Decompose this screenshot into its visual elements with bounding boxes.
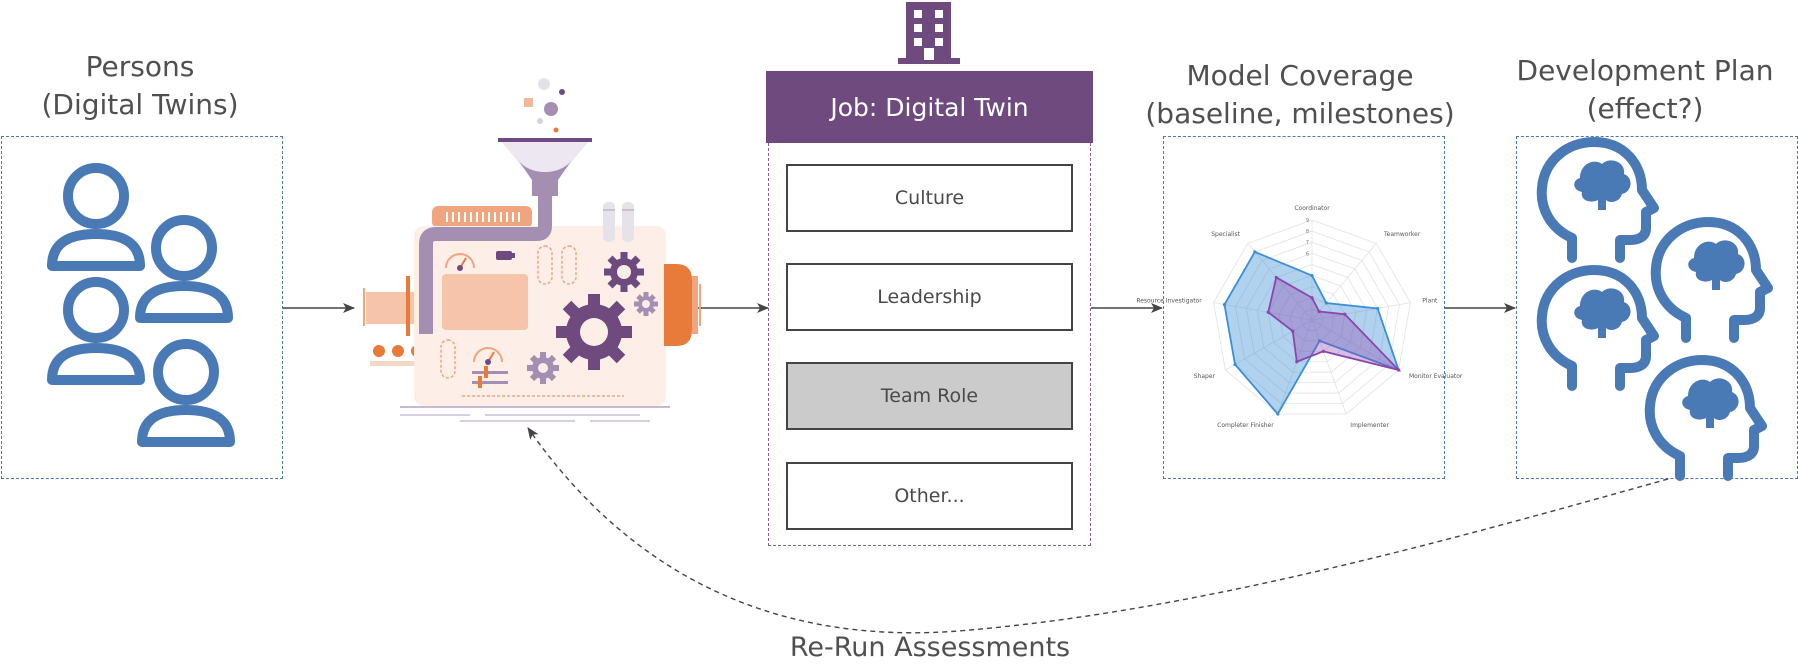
job-item-culture[interactable]: Culture <box>786 164 1073 232</box>
radar-point <box>1253 250 1257 254</box>
head-brain-icon <box>1542 142 1654 258</box>
radar-spoke <box>1247 243 1313 321</box>
radar-point <box>1310 273 1314 278</box>
person-icon <box>142 344 230 442</box>
radar-axis-label: Specialist <box>1211 231 1240 238</box>
job-item-leadership[interactable]: Leadership <box>786 263 1073 331</box>
plan-title-line2: (effect?) <box>1586 92 1704 125</box>
job-panel <box>768 143 1091 546</box>
radar-axis-label: Monitor Evaluator <box>1409 373 1463 380</box>
radar-series-2 <box>1267 276 1402 372</box>
radar-point <box>1318 339 1322 343</box>
radar-grid-ring <box>1289 297 1335 342</box>
radar-point <box>1274 275 1278 280</box>
job-header: Job: Digital Twin <box>766 71 1093 143</box>
rerun-feedback-arrow <box>527 427 1669 634</box>
radar-grid-ring <box>1300 308 1324 331</box>
radar-axis-label: Implementer <box>1350 422 1389 429</box>
radar-point <box>1233 362 1237 367</box>
coverage-title-line1: Model Coverage <box>1186 59 1414 92</box>
rerun-label: Re-Run Assessments <box>789 632 1071 663</box>
coverage-title-line2: (baseline, milestones) <box>1145 97 1455 130</box>
head-brain-icon <box>1656 222 1768 338</box>
radar-spoke <box>1311 319 1399 371</box>
radar-spoke <box>1311 302 1411 321</box>
radar-axis-label: Completer Finisher <box>1217 422 1274 429</box>
radar-axis-label: Teamworker <box>1383 231 1421 238</box>
radar-point <box>1324 301 1328 305</box>
radar-axis-label: Plant <box>1422 298 1438 305</box>
radar-axis-label: Resource Investigator <box>1136 298 1202 305</box>
persons-box <box>1 136 283 479</box>
radar-point <box>1291 329 1295 333</box>
radar-grid-ring <box>1234 241 1390 394</box>
radar-tick-label: 9 <box>1306 218 1309 224</box>
radar-grid-ring <box>1267 275 1357 363</box>
radar-spoke <box>1311 319 1347 415</box>
radar-axis-label: Coordinator <box>1294 205 1330 212</box>
radar-tick-label: 6 <box>1306 251 1309 257</box>
radar-point <box>1317 309 1321 314</box>
radar-tick-label: 7 <box>1306 240 1309 246</box>
coverage-box <box>1163 136 1445 479</box>
radar-spoke <box>1225 319 1313 371</box>
head-brain-icons <box>1542 142 1768 476</box>
radar-series-1 <box>1223 250 1401 416</box>
radar-point <box>1376 306 1380 311</box>
radar-tick-label: 8 <box>1306 229 1309 235</box>
radar-spoke <box>1311 243 1377 321</box>
radar-point <box>1295 360 1299 364</box>
person-icon <box>52 168 140 266</box>
machine-illustration <box>363 78 701 422</box>
head-brain-icon <box>1542 270 1654 386</box>
person-icon <box>140 220 228 318</box>
radar-point <box>1266 310 1270 314</box>
job-item-other[interactable]: Other... <box>786 462 1073 530</box>
persons-title-line2: (Digital Twins) <box>41 88 239 121</box>
persons-title-line1: Persons <box>85 50 195 83</box>
coverage-title: Model Coverage (baseline, milestones) <box>1140 57 1460 133</box>
radar-grid-ring <box>1245 252 1379 384</box>
head-brain-icon <box>1650 360 1762 476</box>
users-icon <box>52 168 230 442</box>
radar-point <box>1343 312 1347 316</box>
radar-point <box>1397 368 1401 372</box>
radar-axis-label: Shaper <box>1194 373 1216 380</box>
persons-title: Persons (Digital Twins) <box>0 48 280 124</box>
radar-grid-ring <box>1256 264 1368 373</box>
radar-point <box>1310 296 1314 300</box>
radar-grid-ring <box>1213 219 1411 415</box>
radar-point <box>1321 349 1326 353</box>
radar-point <box>1276 412 1280 416</box>
person-icon <box>52 282 140 380</box>
radar-point <box>1222 302 1227 307</box>
building-icon <box>898 2 960 64</box>
job-item-team-role[interactable]: Team Role <box>786 362 1073 430</box>
plan-title: Development Plan (effect?) <box>1500 52 1790 128</box>
radar-spoke <box>1277 319 1313 415</box>
radar-spoke <box>1213 302 1313 321</box>
plan-title-line1: Development Plan <box>1516 54 1774 87</box>
